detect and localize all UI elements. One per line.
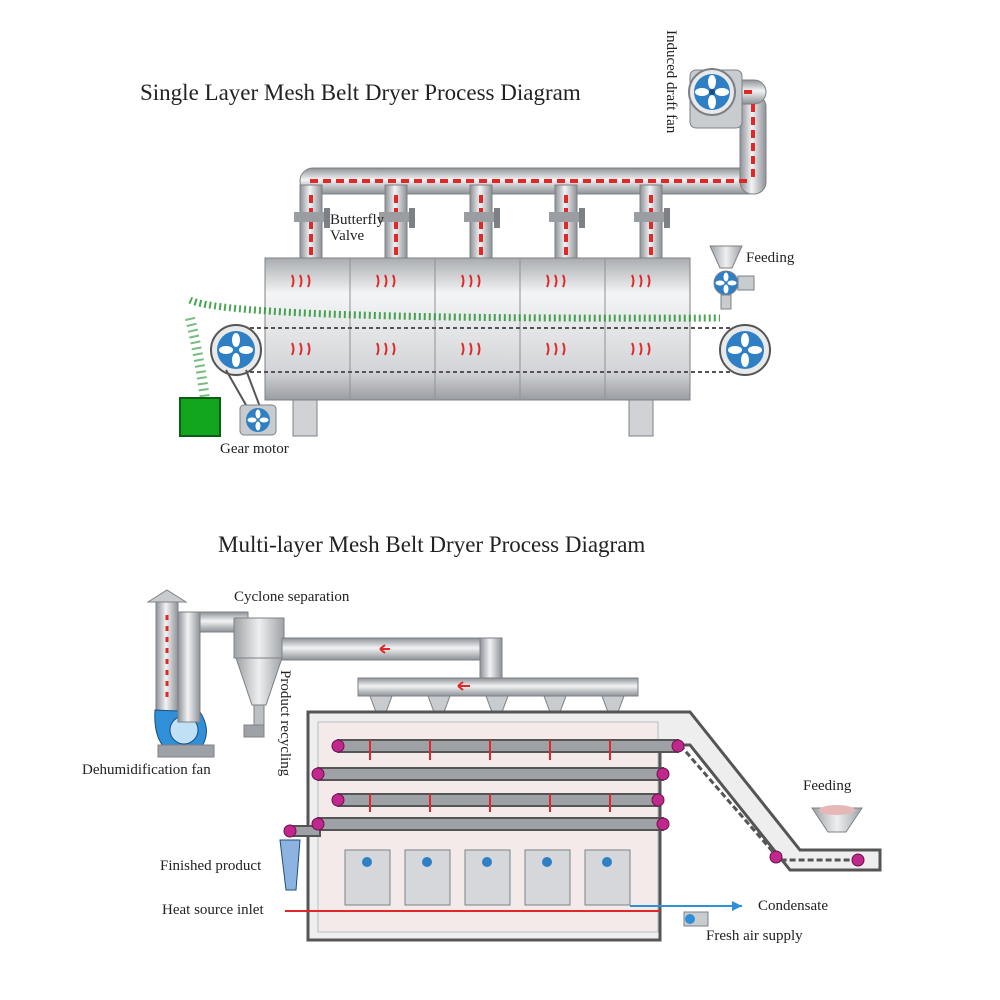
drive-roller-left-icon [210, 324, 262, 376]
heat-source-inlet-label: Heat source inlet [162, 902, 264, 918]
product-recycling-label: Product recycling [277, 670, 293, 777]
product-bin [179, 397, 221, 437]
exhaust-duct [299, 79, 767, 195]
induced-draft-fan-label: Induced draft fan [663, 30, 679, 134]
valve-label: Valve [330, 228, 365, 244]
bottom-diagram-title: Multi-layer Mesh Belt Dryer Process Diag… [218, 532, 646, 557]
mesh-belt-conveyor [185, 296, 745, 401]
single-layer-dryer [179, 68, 771, 437]
multi-layer-dryer [146, 589, 882, 942]
drive-roller-right-icon [719, 324, 771, 376]
feeding-hopper-bottom-icon [811, 805, 863, 833]
multi-layer-chamber [279, 710, 882, 942]
feeding-hopper-icon [709, 245, 755, 310]
finished-product-label: Finished product [160, 858, 262, 874]
induced-draft-fan-icon [688, 68, 743, 129]
return-air-duct [281, 637, 639, 713]
dehumidification-fan-label: Dehumidification fan [82, 762, 211, 778]
bottom-feeding-label: Feeding [803, 778, 852, 794]
condensate-label: Condensate [758, 898, 828, 914]
fresh-air-supply-label: Fresh air supply [706, 928, 803, 944]
top-diagram-title: Single Layer Mesh Belt Dryer Process Dia… [140, 80, 581, 105]
branch-pipes [294, 184, 670, 261]
gear-motor-label: Gear motor [220, 441, 289, 457]
top-feeding-label: Feeding [746, 250, 795, 266]
drying-chamber [264, 257, 691, 437]
cyclone-separation-label: Cyclone separation [234, 589, 350, 605]
gear-motor-icon [225, 369, 277, 436]
butterfly-label: Butterfly [330, 212, 385, 228]
cyclone-separator-icon [233, 617, 285, 738]
